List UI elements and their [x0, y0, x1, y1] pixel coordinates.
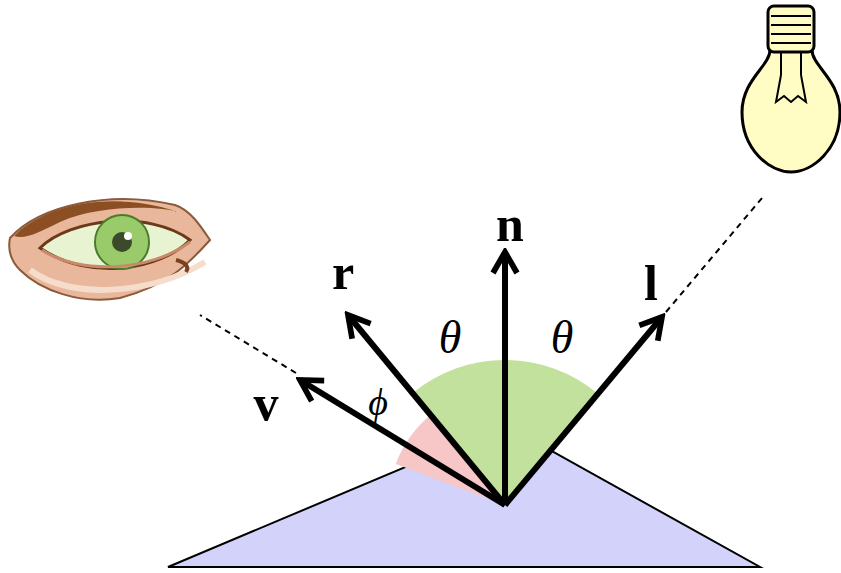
vector-label: l [644, 258, 658, 308]
eye-icon [9, 199, 210, 300]
vector-label: v [254, 378, 279, 428]
light-bulb-icon [742, 6, 840, 172]
angle-label: θ [551, 315, 574, 361]
angle-label: ϕ [368, 383, 388, 421]
light-ray [666, 198, 762, 312]
angle-label: θ [439, 315, 462, 361]
normal-vector [502, 252, 508, 505]
vector-label: r [332, 247, 354, 297]
light-vector [505, 317, 662, 505]
view-ray [200, 315, 296, 373]
reflect-vector [348, 315, 505, 505]
phi-sector [396, 415, 505, 505]
view-vector [300, 380, 505, 505]
vector-label: n [496, 199, 524, 249]
